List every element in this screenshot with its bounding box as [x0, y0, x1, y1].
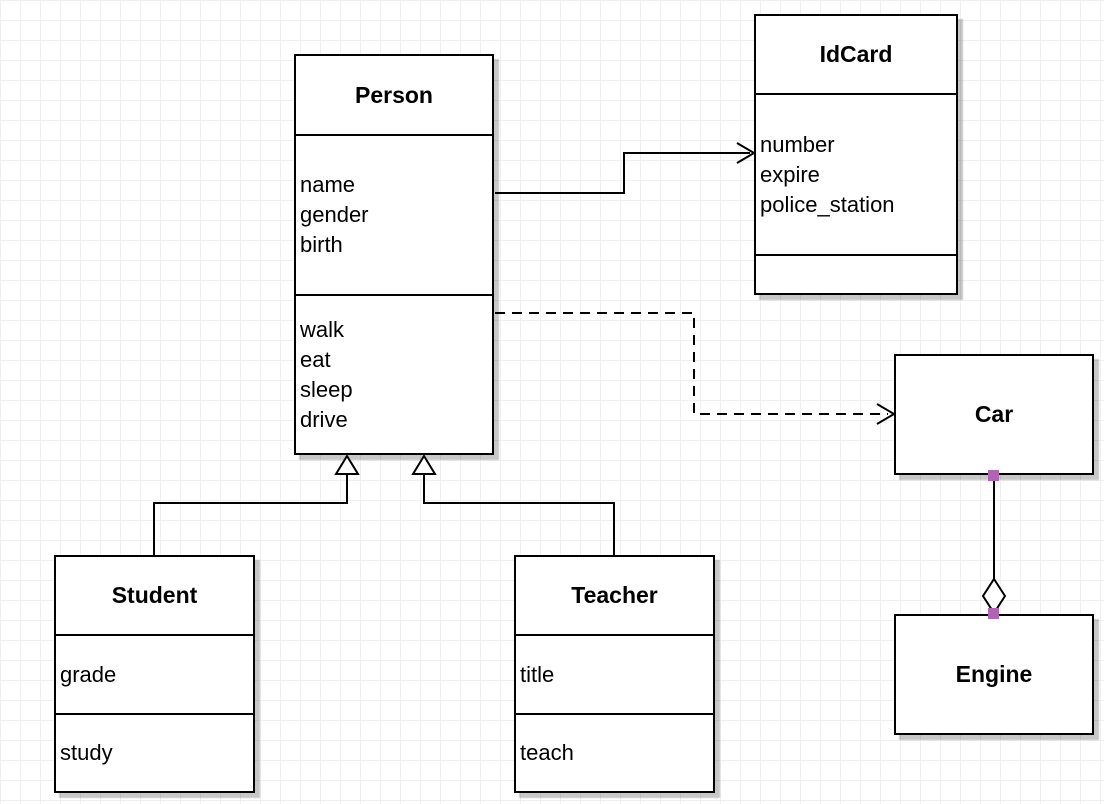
class-idcard[interactable]: IdCard number expire police_station — [754, 14, 958, 295]
method: walk — [300, 316, 345, 342]
class-idcard-methods-empty — [756, 254, 956, 293]
hollow-triangle-icon — [334, 454, 360, 475]
class-car[interactable]: Car — [894, 354, 1094, 475]
class-car-title: Car — [974, 401, 1014, 427]
class-person-title: Person — [355, 81, 433, 108]
attribute: gender — [300, 202, 369, 227]
hollow-diamond-icon — [981, 577, 1007, 615]
hollow-triangle-icon — [411, 454, 437, 475]
class-engine[interactable]: Engine — [894, 614, 1094, 735]
class-student-attributes: grade — [56, 634, 253, 713]
class-teacher-methods: teach — [516, 713, 713, 791]
attribute: expire — [760, 161, 820, 187]
edge-aggregation-car-engine[interactable] — [981, 470, 1007, 619]
attribute: number — [760, 131, 835, 157]
class-idcard-title: IdCard — [819, 41, 893, 67]
method: drive — [300, 406, 348, 432]
open-arrowhead-icon — [876, 403, 896, 425]
class-teacher-attributes: title — [516, 634, 713, 713]
class-student[interactable]: Student grade study — [54, 555, 255, 793]
class-engine-title: Engine — [955, 661, 1033, 687]
class-person[interactable]: Person name gender birth walk eat sleep … — [294, 54, 494, 455]
edge-generalization-teacher-person[interactable] — [411, 454, 615, 555]
edge-generalization-student-person[interactable] — [153, 454, 360, 555]
edge-association-person-idcard[interactable] — [495, 142, 756, 194]
class-teacher[interactable]: Teacher title teach — [514, 555, 715, 793]
class-person-methods: walk eat sleep drive — [296, 294, 492, 453]
method: eat — [300, 346, 331, 372]
attribute: name — [300, 172, 356, 197]
method: sleep — [300, 376, 353, 402]
method: study — [60, 740, 113, 765]
class-person-attributes: name gender birth — [296, 134, 492, 294]
method: teach — [520, 740, 574, 765]
attribute: birth — [300, 232, 343, 257]
attribute: grade — [60, 661, 117, 687]
attribute: police_station — [760, 191, 895, 217]
edge-dependency-person-car[interactable] — [495, 312, 896, 425]
class-student-methods: study — [56, 713, 253, 791]
attribute: title — [520, 661, 555, 687]
class-student-title: Student — [111, 582, 198, 608]
class-teacher-title: Teacher — [571, 582, 658, 608]
class-idcard-attributes: number expire police_station — [756, 93, 956, 254]
open-arrowhead-icon — [736, 142, 756, 164]
